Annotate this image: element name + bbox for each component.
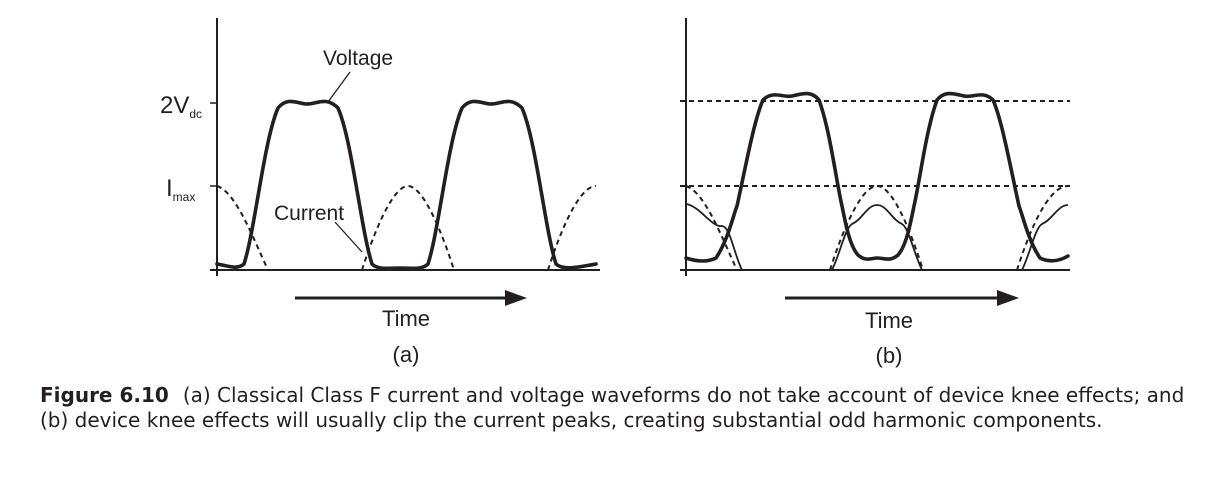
figure-caption: Figure 6.10(a) Classical Class F current…	[40, 383, 1190, 433]
panel-a-panel-label: (a)	[393, 342, 420, 367]
panel-a-time-label: Time	[382, 306, 430, 331]
panel-a-voltage-label: Voltage	[323, 47, 393, 70]
panel-b-ideal-current	[685, 184, 1069, 271]
panel-a-i-level-label: Imax	[166, 175, 195, 204]
panel-a-time-arrowhead	[505, 290, 527, 306]
i-level-main: I	[166, 175, 173, 202]
panel-b-panel-label: (b)	[876, 343, 903, 368]
panel-b-clipped-current	[685, 203, 1069, 271]
panel-a-current-waveform	[216, 184, 597, 271]
panel-a-voltage-waveform	[215, 99, 598, 271]
v-level-sub: dc	[189, 107, 202, 121]
v-level-main: 2V	[160, 92, 189, 119]
panel-b: Time (b)	[680, 18, 1070, 368]
panel-b-time-arrowhead	[997, 290, 1019, 306]
panel-a-current-leader	[334, 221, 363, 253]
i-level-sub: max	[173, 190, 196, 204]
panel-a-voltage-leader	[327, 71, 351, 103]
panel-a: Voltage Current 2Vdc Imax Time (a)	[160, 18, 600, 367]
panel-a-current-label: Current	[274, 202, 344, 225]
caption-text: (a) Classical Class F current and voltag…	[40, 383, 1185, 432]
panel-a-v-level-label: 2Vdc	[160, 92, 202, 121]
panel-b-voltage-waveform	[684, 91, 1070, 263]
panel-b-time-label: Time	[865, 308, 913, 333]
figure-number: Figure 6.10	[40, 383, 169, 407]
